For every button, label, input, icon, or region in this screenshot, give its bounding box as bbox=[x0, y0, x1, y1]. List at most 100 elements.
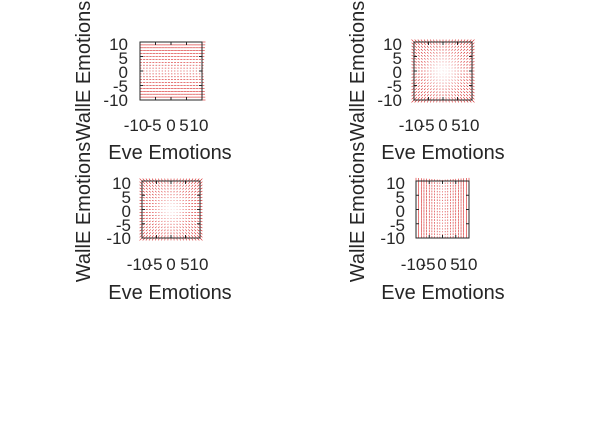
quiver-arrow bbox=[185, 199, 187, 202]
quiver-arrow bbox=[460, 61, 463, 63]
quiver-arrow bbox=[420, 48, 423, 51]
tick-marks bbox=[141, 180, 201, 239]
quiver-arrow bbox=[145, 193, 148, 196]
quiver-arrow bbox=[468, 51, 472, 54]
quiver-arrow bbox=[433, 88, 435, 91]
quiver-arrow bbox=[145, 196, 148, 199]
quiver-arrow bbox=[420, 85, 423, 87]
quiver-arrow bbox=[196, 226, 200, 229]
quiver-arrow bbox=[468, 45, 472, 49]
quiver-arrow bbox=[414, 45, 418, 49]
quiver-arrow bbox=[463, 85, 466, 87]
quiver-arrow bbox=[465, 42, 469, 46]
quiver-arrow bbox=[460, 48, 463, 51]
y-tick-label: 5 bbox=[119, 49, 128, 68]
quiver-arrow bbox=[460, 58, 463, 60]
quiver-arrow bbox=[145, 234, 149, 238]
quiver-arrow bbox=[145, 199, 148, 202]
quiver-arrow bbox=[451, 88, 453, 91]
quiver-arrow bbox=[414, 88, 418, 91]
quiver-arrow bbox=[433, 42, 435, 45]
quiver-arrow bbox=[454, 88, 456, 91]
quiver-arrow bbox=[142, 181, 146, 185]
quiver-arrow bbox=[188, 190, 191, 193]
tick-marks bbox=[413, 41, 473, 101]
quiver-arrow bbox=[158, 226, 160, 229]
quiver-arrow bbox=[465, 96, 469, 100]
quiver-arrow bbox=[152, 199, 154, 202]
quiver-arrow bbox=[158, 190, 160, 193]
quiver-arrow bbox=[191, 181, 194, 185]
quiver-arrow bbox=[465, 45, 469, 49]
quiver-arrow bbox=[193, 232, 197, 235]
quiver-arrow bbox=[194, 196, 197, 199]
quiver-arrow bbox=[151, 234, 154, 238]
x-tick-label: -5 bbox=[146, 116, 161, 135]
quiver-arrow bbox=[468, 96, 472, 100]
quiver-arrow bbox=[161, 184, 163, 187]
quiver-arrow bbox=[463, 91, 466, 94]
quiver-arrow bbox=[182, 217, 184, 220]
quiver-arrow bbox=[451, 61, 453, 63]
quiver-arrow bbox=[454, 55, 456, 57]
quiver-arrow bbox=[427, 91, 429, 94]
y-tick-label: -5 bbox=[116, 216, 131, 235]
quiver-arrow bbox=[193, 234, 197, 238]
quiver-arrow bbox=[457, 85, 459, 87]
quiver-arrow bbox=[179, 181, 181, 184]
quiver-arrow bbox=[463, 94, 466, 97]
x-tick-label: 10 bbox=[190, 255, 209, 274]
quiver-arrow bbox=[194, 190, 197, 193]
y-axis-label: WallE Emotions bbox=[347, 1, 369, 141]
quiver-arrow bbox=[155, 232, 157, 235]
quiver-panel-2: 10 5 0 -5 -10 -10 -5 0 5 10 Eve Emotions… bbox=[347, 1, 505, 164]
quiver-arrow bbox=[451, 97, 453, 100]
quiver-arrow bbox=[466, 82, 469, 84]
quiver-arrow bbox=[469, 79, 472, 81]
tick-marks bbox=[415, 180, 470, 239]
quiver-arrow bbox=[414, 42, 418, 46]
quiver-arrow bbox=[460, 79, 463, 81]
quiver-arrow bbox=[433, 91, 435, 94]
x-tick-label: 0 bbox=[438, 116, 447, 135]
quiver-arrow bbox=[179, 196, 181, 199]
quiver-arrow bbox=[454, 58, 456, 60]
quiver-arrow bbox=[454, 45, 456, 48]
quiver-arrow bbox=[420, 79, 423, 81]
x-axis-label: Eve Emotions bbox=[381, 282, 504, 304]
quiver-arrow bbox=[417, 45, 421, 49]
quiver-arrow bbox=[161, 220, 163, 223]
quiver-panel-4: 10 5 0 -5 -10 -10 -5 0 5 10 Eve Emotions… bbox=[347, 142, 505, 304]
x-tick-label: 0 bbox=[437, 255, 446, 274]
quiver-arrow bbox=[148, 193, 151, 196]
quiver-arrow bbox=[185, 226, 187, 229]
quiver-arrow bbox=[179, 229, 181, 232]
quiver-arrow bbox=[454, 61, 456, 63]
quiver-arrow bbox=[417, 82, 420, 84]
quiver-arrow bbox=[196, 196, 200, 199]
quiver-arrow bbox=[417, 61, 420, 63]
quiver-arrow bbox=[433, 55, 435, 57]
quiver-arrow bbox=[414, 58, 418, 60]
y-tick-label: -10 bbox=[106, 229, 131, 248]
quiver-arrow bbox=[191, 232, 194, 235]
quiver-arrow bbox=[197, 217, 200, 220]
quiver-arrow bbox=[145, 190, 148, 193]
quiver-arrow bbox=[454, 42, 456, 46]
quiver-arrow bbox=[151, 193, 154, 196]
quiver-arrow bbox=[179, 235, 181, 238]
x-tick-label: -10 bbox=[401, 255, 426, 274]
quiver-arrow bbox=[185, 229, 187, 232]
quiver-arrow bbox=[155, 220, 157, 223]
quiver-arrow bbox=[182, 184, 184, 187]
quiver-arrow bbox=[185, 232, 187, 235]
quiver-arrow bbox=[460, 45, 463, 48]
quiver-arrow bbox=[457, 82, 459, 84]
quiver-arrow bbox=[463, 42, 466, 46]
quiver-arrow bbox=[423, 61, 426, 63]
quiver-arrow bbox=[151, 196, 154, 199]
quiver-arrow bbox=[158, 217, 160, 220]
quiver-arrow bbox=[414, 93, 418, 97]
quiver-arrow bbox=[151, 229, 154, 232]
